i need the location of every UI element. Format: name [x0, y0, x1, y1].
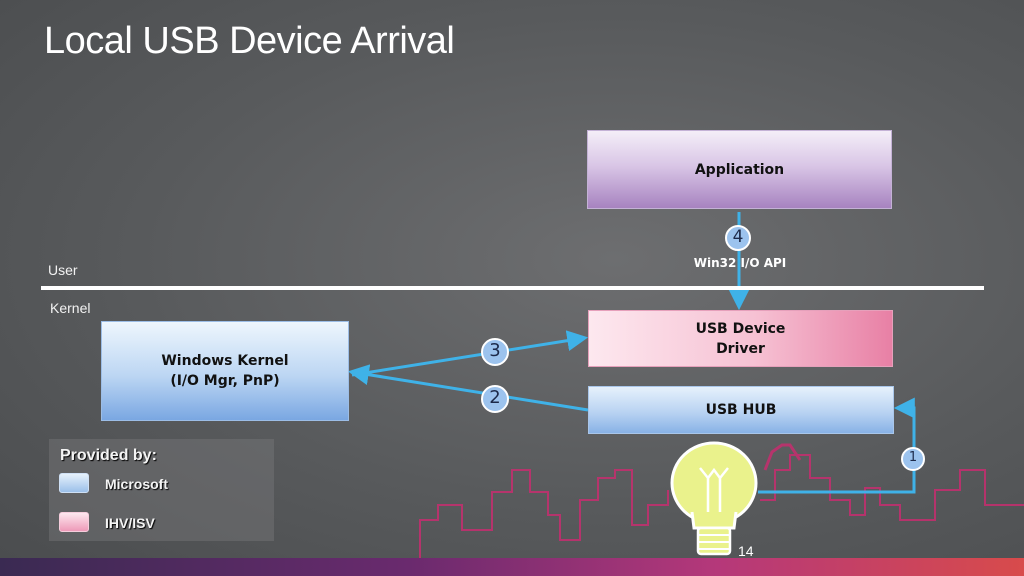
- step-3-number: 3: [489, 340, 501, 361]
- usb-hub-box: USB HUB: [588, 386, 894, 434]
- windows-kernel-box: Windows Kernel (I/O Mgr, PnP): [101, 321, 349, 421]
- arrow-step-2: [347, 364, 589, 412]
- legend-swatch-ihv-isv: [59, 512, 89, 532]
- arrow-step-3: [351, 330, 589, 377]
- user-kernel-divider: [41, 286, 984, 290]
- page-title: Local USB Device Arrival: [44, 20, 455, 62]
- application-box: Application: [587, 130, 892, 209]
- city-skyline-decoration: [419, 443, 1024, 558]
- legend-title: Provided by:: [60, 447, 157, 464]
- windows-kernel-label-line1: Windows Kernel: [161, 353, 289, 369]
- usb-device-driver-box: USB Device Driver: [588, 310, 893, 367]
- legend-swatch-microsoft: [59, 473, 89, 493]
- usb-device-driver-label-line2: Driver: [716, 340, 765, 357]
- win32-api-label: Win32 I/O API: [693, 256, 787, 270]
- arrows: [347, 212, 916, 494]
- usb-hub-label: USB HUB: [705, 402, 777, 418]
- step-4-number: 4: [732, 227, 744, 247]
- step-badges: [481, 225, 925, 471]
- legend-label-ihv-isv: IHV/ISV: [105, 515, 155, 531]
- kernel-zone-label: Kernel: [50, 300, 91, 316]
- user-zone-label: User: [48, 262, 78, 278]
- application-label: Application: [694, 161, 785, 178]
- windows-kernel-label-line2: (I/O Mgr, PnP): [170, 373, 280, 389]
- step-1-number: 1: [908, 450, 918, 465]
- page-number: 14: [738, 543, 754, 559]
- step-2-number: 2: [489, 387, 501, 408]
- legend: Provided by: Microsoft IHV/ISV: [49, 439, 274, 541]
- lightbulb-icon: [670, 441, 758, 556]
- bottom-gradient-band: [0, 558, 1024, 576]
- usb-device-driver-label-line1: USB Device: [695, 320, 786, 337]
- legend-label-microsoft: Microsoft: [105, 476, 168, 492]
